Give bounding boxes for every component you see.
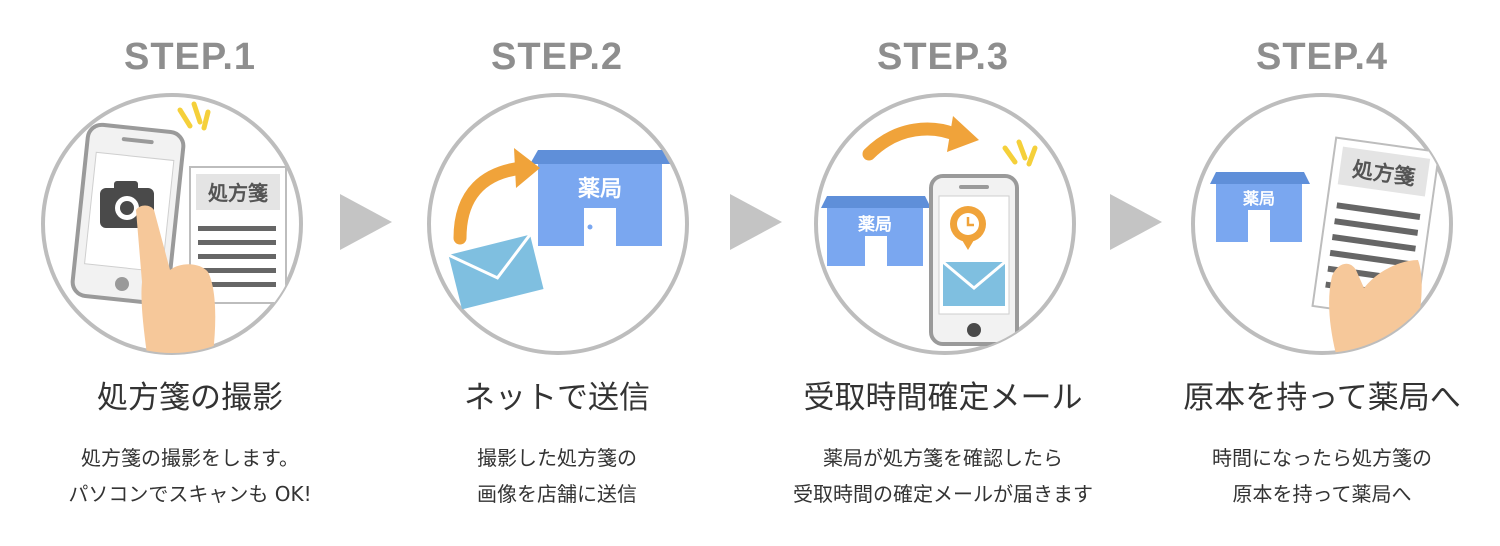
step-description-line: 受取時間の確定メールが届きます — [793, 482, 1093, 506]
next-step-arrow-icon — [1110, 194, 1162, 250]
envelope-icon — [447, 233, 544, 310]
step-description-line: 撮影した処方箋の — [477, 446, 637, 470]
step-1-illustration: 処方箋 — [40, 92, 304, 356]
smartphone-icon — [929, 174, 1019, 346]
step-description-line: パソコンでスキャンも OK! — [68, 482, 312, 506]
flash-lines-icon — [177, 101, 211, 131]
step-label: STEP.4 — [1255, 36, 1389, 78]
next-step-arrow-icon — [730, 194, 782, 250]
pharmacy-building-icon: 薬局 — [821, 196, 931, 266]
prescription-paper-icon: 処方箋 — [189, 166, 287, 304]
step-4: STEP.4 薬局 処方箋 — [1132, 0, 1500, 546]
paper-label: 処方箋 — [208, 181, 268, 205]
step-3-illustration: 薬局 — [813, 92, 1077, 356]
pharmacy-building-icon: 薬局 — [530, 150, 670, 246]
step-title: ネットで送信 — [464, 380, 650, 416]
pharmacy-label: 薬局 — [578, 177, 622, 202]
step-2-illustration: 薬局 — [426, 92, 690, 356]
step-label: STEP.1 — [123, 36, 257, 78]
step-4-illustration: 薬局 処方箋 — [1190, 92, 1454, 356]
pharmacy-label: 薬局 — [858, 215, 892, 235]
next-step-arrow-icon — [340, 194, 392, 250]
step-label: STEP.3 — [876, 36, 1010, 78]
step-description-line: 時間になったら処方箋の — [1212, 446, 1432, 470]
step-title: 原本を持って薬局へ — [1183, 380, 1461, 416]
step-2: STEP.2 薬局 — [367, 0, 747, 546]
step-title: 受取時間確定メール — [803, 380, 1083, 416]
step-label: STEP.2 — [490, 36, 624, 78]
step-description-line: 画像を店舗に送信 — [477, 482, 637, 506]
step-description-line: 薬局が処方箋を確認したら — [823, 446, 1063, 470]
step-title: 処方箋の撮影 — [97, 380, 283, 416]
send-arrow-icon — [453, 148, 540, 245]
pharmacy-building-icon: 薬局 — [1210, 172, 1310, 242]
envelope-icon — [942, 260, 1006, 306]
step-3: STEP.3 薬局 — [753, 0, 1133, 546]
pharmacy-label: 薬局 — [1242, 189, 1275, 208]
receive-arrow-icon — [862, 116, 979, 161]
step-1: STEP.1 処方箋 — [0, 0, 380, 546]
step-description-line: 処方箋の撮影をします。 — [81, 446, 299, 470]
notification-lines-icon — [1002, 139, 1038, 167]
clock-icon — [950, 206, 986, 250]
step-description-line: 原本を持って薬局へ — [1232, 482, 1412, 506]
hand-icon — [136, 205, 216, 353]
